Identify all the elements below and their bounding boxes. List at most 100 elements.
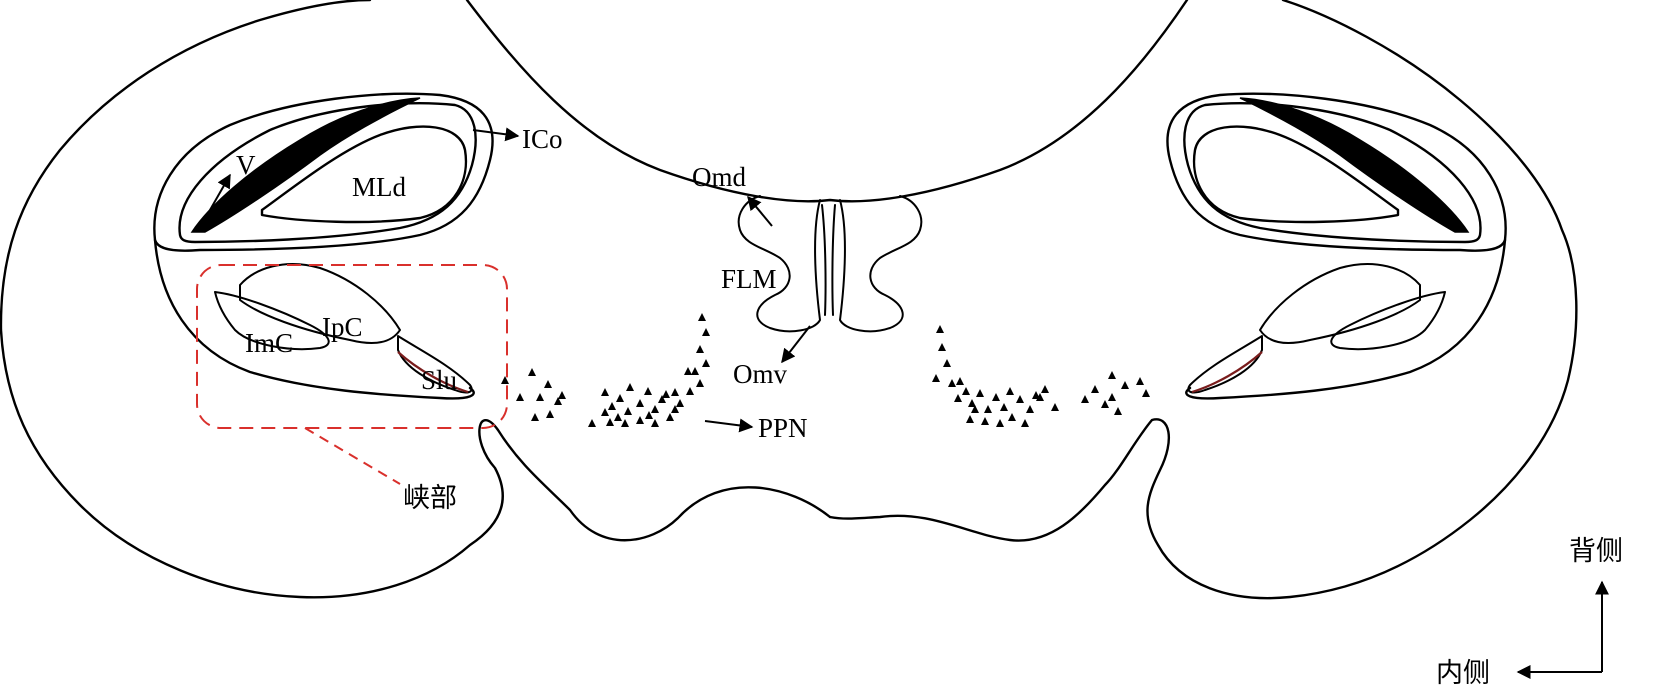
- triangle-icon: [614, 413, 622, 421]
- triangle-icon: [981, 417, 989, 425]
- triangle-icon: [992, 393, 1000, 401]
- triangle-icon: [702, 328, 710, 336]
- triangle-icon: [624, 407, 632, 415]
- right-isthmus-nuclei: [1185, 238, 1507, 400]
- triangle-icon: [698, 313, 706, 321]
- triangle-icon: [1114, 407, 1122, 415]
- triangle-icon: [666, 413, 674, 421]
- ppn-cell-markers-left: [501, 313, 710, 427]
- triangle-icon: [1041, 385, 1049, 393]
- triangle-icon: [608, 402, 616, 410]
- ico-pointer-arrow: [472, 127, 520, 142]
- flm-region: [737, 195, 923, 333]
- triangle-icon: [696, 345, 704, 353]
- triangle-icon: [966, 415, 974, 423]
- label-ppn: PPN: [758, 413, 808, 443]
- triangle-icon: [516, 393, 524, 401]
- triangle-icon: [976, 389, 984, 397]
- triangle-icon: [636, 399, 644, 407]
- triangle-icon: [536, 393, 544, 401]
- triangle-icon: [984, 405, 992, 413]
- triangle-icon: [626, 383, 634, 391]
- label-omv: Omv: [733, 359, 788, 389]
- triangle-icon: [684, 367, 692, 375]
- triangle-icon: [651, 405, 659, 413]
- triangle-icon: [1101, 400, 1109, 408]
- triangle-icon: [691, 367, 699, 375]
- triangle-icon: [651, 419, 659, 427]
- triangle-icon: [1026, 405, 1034, 413]
- label-isthmus: 峡部: [403, 483, 457, 514]
- left-mld-complex: [153, 92, 494, 252]
- section-outline: [0, 0, 1578, 600]
- triangle-icon: [531, 413, 539, 421]
- triangle-icon: [948, 379, 956, 387]
- pointer-arrows: [209, 127, 811, 433]
- triangle-icon: [962, 387, 970, 395]
- triangle-icon: [554, 397, 562, 405]
- triangle-icon: [1091, 385, 1099, 393]
- triangle-icon: [938, 343, 946, 351]
- triangle-icon: [621, 419, 629, 427]
- label-flm: FLM: [721, 264, 777, 294]
- triangle-icon: [956, 377, 964, 385]
- triangle-icon: [1142, 389, 1150, 397]
- triangle-icon: [971, 405, 979, 413]
- omv-pointer-arrow: [781, 325, 811, 364]
- label-v: V: [236, 150, 256, 180]
- label-ipc: IpC: [322, 312, 363, 342]
- triangle-icon: [968, 399, 976, 407]
- omd-pointer-arrow: [747, 195, 773, 227]
- triangle-icon: [1036, 393, 1044, 401]
- triangle-icon: [1121, 381, 1129, 389]
- triangle-icon: [1136, 377, 1144, 385]
- label-dorsal: 背侧: [1569, 536, 1623, 567]
- triangle-icon: [1051, 403, 1059, 411]
- label-medial: 内侧: [1436, 658, 1490, 688]
- triangle-icon: [636, 416, 644, 424]
- triangle-icon: [601, 388, 609, 396]
- labels: V MLd ICo Omd FLM Omv IpC ImC Slu PPN 峡部…: [236, 124, 1623, 688]
- ppn-pointer-arrow: [704, 418, 754, 433]
- triangle-icon: [546, 410, 554, 418]
- triangle-icon: [528, 368, 536, 376]
- label-mld: MLd: [352, 172, 407, 202]
- triangle-icon: [558, 391, 566, 399]
- triangle-icon: [644, 387, 652, 395]
- triangle-icon: [702, 359, 710, 367]
- triangle-icon: [606, 418, 614, 426]
- triangle-icon: [686, 387, 694, 395]
- triangle-icon: [662, 390, 670, 398]
- triangle-icon: [696, 379, 704, 387]
- triangle-icon: [932, 374, 940, 382]
- triangle-icon: [936, 325, 944, 333]
- triangle-icon: [671, 388, 679, 396]
- orientation-indicator: [1516, 580, 1609, 679]
- v-pointer-arrow: [209, 173, 231, 211]
- label-ico: ICo: [522, 124, 563, 154]
- triangle-icon: [1008, 413, 1016, 421]
- label-imc: ImC: [245, 328, 293, 358]
- triangle-icon: [1108, 371, 1116, 379]
- label-slu: Slu: [421, 365, 458, 395]
- triangle-icon: [616, 394, 624, 402]
- triangle-icon: [544, 380, 552, 388]
- triangle-icon: [1108, 393, 1116, 401]
- triangle-icon: [501, 376, 509, 384]
- triangle-icon: [676, 399, 684, 407]
- triangle-icon: [1006, 387, 1014, 395]
- triangle-icon: [943, 359, 951, 367]
- triangle-icon: [1021, 419, 1029, 427]
- isthmus-highlight-box: [196, 264, 508, 485]
- triangle-icon: [645, 411, 653, 419]
- triangle-icon: [658, 395, 666, 403]
- triangle-icon: [1000, 403, 1008, 411]
- triangle-icon: [954, 394, 962, 402]
- triangle-icon: [588, 419, 596, 427]
- ppn-cell-markers-right: [932, 325, 1150, 427]
- triangle-icon: [996, 419, 1004, 427]
- triangle-icon: [1081, 395, 1089, 403]
- triangle-icon: [601, 408, 609, 416]
